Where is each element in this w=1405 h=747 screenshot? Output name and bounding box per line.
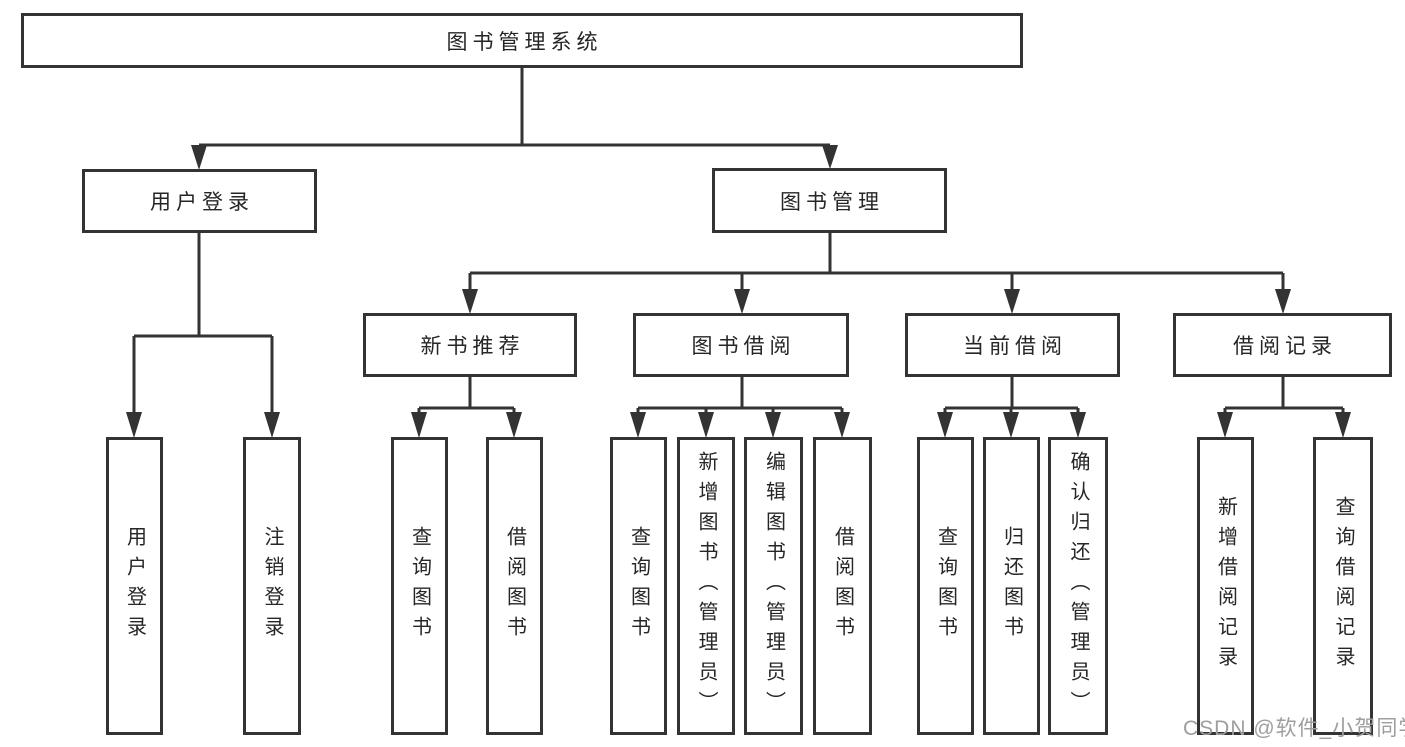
leaf-current-query-book: 查询图书 <box>917 437 974 735</box>
arrowhead <box>822 145 838 169</box>
leaf-borrow-edit-book-admin: 编辑图书（管理员） <box>744 437 803 735</box>
leaf-borrow-query-book-label: 查询图书 <box>627 526 650 646</box>
node-book-management-module: 图书管理 <box>712 168 947 233</box>
leaf-newbook-borrow-label: 借阅图书 <box>503 526 526 646</box>
node-current-borrow-label: 当前借阅 <box>963 335 1067 358</box>
node-current-borrow: 当前借阅 <box>905 313 1120 377</box>
arrowhead <box>1004 289 1020 314</box>
wire-records-to-leaves <box>1223 377 1345 414</box>
node-borrow-records-label: 借阅记录 <box>1233 335 1337 358</box>
node-book-borrow: 图书借阅 <box>633 313 849 377</box>
arrowhead <box>411 412 427 438</box>
arrowhead <box>1275 289 1291 314</box>
arrowhead <box>264 412 280 438</box>
arrowhead <box>937 412 953 438</box>
leaf-current-return-book: 归还图书 <box>983 437 1040 735</box>
leaf-newbook-query: 查询图书 <box>391 437 448 735</box>
arrowhead <box>1003 412 1019 438</box>
arrowhead <box>630 412 646 438</box>
node-new-book-recommend-label: 新书推荐 <box>420 335 525 358</box>
wire-bookmgmt-to-level3 <box>468 233 1285 291</box>
arrowhead <box>126 412 142 438</box>
leaf-borrow-borrow-book-label: 借阅图书 <box>831 526 854 646</box>
leaf-records-query-label: 查询借阅记录 <box>1332 496 1354 676</box>
arrowhead <box>734 289 750 314</box>
node-root-system: 图书管理系统 <box>21 13 1023 68</box>
leaf-current-confirm-return-admin: 确认归还（管理员） <box>1048 437 1108 735</box>
leaf-borrow-query-book: 查询图书 <box>610 437 667 735</box>
node-user-login-module: 用户登录 <box>82 169 317 233</box>
arrowhead <box>506 412 522 438</box>
leaf-borrow-borrow-book: 借阅图书 <box>813 437 872 735</box>
node-book-borrow-label: 图书借阅 <box>691 335 796 358</box>
wire-newbook-to-leaves <box>417 377 516 414</box>
arrowhead <box>1217 412 1233 438</box>
node-borrow-records: 借阅记录 <box>1173 313 1392 377</box>
arrowhead <box>698 412 714 438</box>
arrowhead <box>462 289 478 314</box>
leaf-newbook-borrow: 借阅图书 <box>486 437 543 735</box>
arrowhead <box>1070 412 1086 438</box>
wire-root-to-level2 <box>199 68 830 147</box>
leaf-records-query: 查询借阅记录 <box>1313 437 1373 735</box>
leaf-current-confirm-return-admin-label: 确认归还（管理员） <box>1067 451 1089 721</box>
leaf-borrow-add-book-admin: 新增图书（管理员） <box>677 437 735 735</box>
watermark: CSDN @软件_小贺同学 <box>1183 717 1405 740</box>
wire-currentborrow-to-leaves <box>943 377 1080 414</box>
leaf-borrow-add-book-admin-label: 新增图书（管理员） <box>695 451 717 721</box>
node-book-management-module-label: 图书管理 <box>780 190 884 214</box>
node-root-system-label: 图书管理系统 <box>446 30 603 54</box>
arrowhead <box>1335 412 1351 438</box>
leaf-current-query-book-label: 查询图书 <box>934 526 957 646</box>
leaf-user-logout-label: 注销登录 <box>261 526 283 646</box>
node-user-login-module-label: 用户登录 <box>150 191 254 214</box>
leaf-user-logout: 注销登录 <box>243 437 301 735</box>
wire-userlogin-to-leaves <box>132 233 274 414</box>
leaf-user-login: 用户登录 <box>106 437 163 735</box>
leaf-borrow-edit-book-admin-label: 编辑图书（管理员） <box>762 451 785 721</box>
arrowhead <box>765 412 781 438</box>
leaf-records-add: 新增借阅记录 <box>1197 437 1254 735</box>
arrowhead <box>834 412 850 438</box>
leaf-current-return-book-label: 归还图书 <box>1000 526 1023 646</box>
leaf-user-login-label: 用户登录 <box>123 526 146 646</box>
leaf-records-add-label: 新增借阅记录 <box>1214 496 1237 676</box>
wire-bookborrow-to-leaves <box>636 377 844 414</box>
node-new-book-recommend: 新书推荐 <box>363 313 577 377</box>
arrowhead <box>191 145 207 170</box>
leaf-newbook-query-label: 查询图书 <box>408 526 431 646</box>
